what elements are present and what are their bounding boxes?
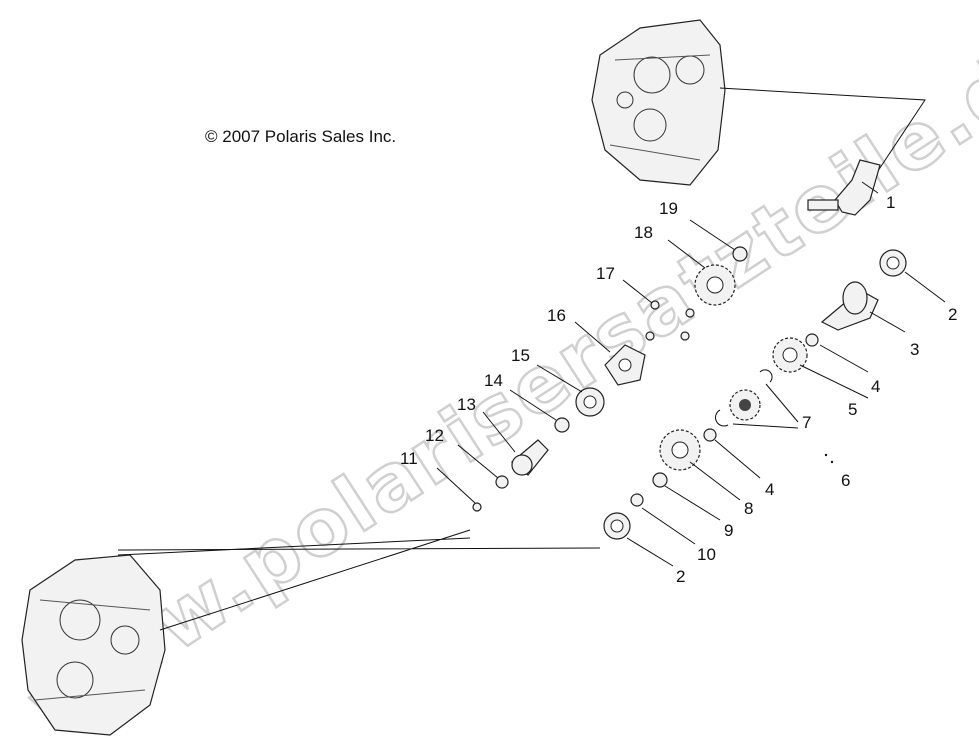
gear-7 <box>729 389 761 421</box>
housing-leader-lower <box>117 529 601 631</box>
callout-11: 11 <box>400 449 418 468</box>
callout-5: 5 <box>848 400 857 419</box>
callout-16: 16 <box>547 306 566 325</box>
callout-4-upper: 4 <box>871 377 880 396</box>
housing-leader-upper <box>719 87 926 196</box>
plate-16 <box>604 344 646 386</box>
callout-18: 18 <box>634 223 653 242</box>
callout-19: 19 <box>659 199 678 218</box>
callout-8: 8 <box>744 499 753 518</box>
callout-6: 6 <box>841 471 850 490</box>
upper-housing <box>591 19 726 186</box>
output-shaft <box>820 281 879 331</box>
callout-4-lower: 4 <box>765 480 774 499</box>
callout-1: 1 <box>886 193 895 212</box>
leader-lines <box>436 181 946 567</box>
callout-13: 13 <box>457 395 476 414</box>
callout-9: 9 <box>724 521 733 540</box>
bearing-15 <box>575 387 605 417</box>
callout-12: 12 <box>425 426 444 445</box>
callout-3: 3 <box>910 340 919 359</box>
plug-11 <box>472 502 482 512</box>
oring-14 <box>554 417 570 433</box>
bolts-17 <box>645 300 695 341</box>
bearing-upper <box>879 249 907 277</box>
copyright-text: © 2007 Polaris Sales Inc. <box>205 127 396 146</box>
spacer-4-lower <box>703 428 717 442</box>
pinion-13 <box>511 439 549 476</box>
bearing-lower <box>603 512 631 540</box>
spacer-4-upper <box>805 333 819 347</box>
gear-8 <box>659 429 701 471</box>
lower-housing <box>21 554 166 736</box>
clip-6 <box>759 369 773 383</box>
shift-fork <box>807 159 881 216</box>
callouts: 1 2 2 3 4 4 5 6 7 8 9 10 11 12 13 14 15 … <box>400 193 957 586</box>
callout-14: 14 <box>484 371 503 390</box>
ring-19 <box>732 246 748 262</box>
callout-17: 17 <box>596 264 615 283</box>
washer-9 <box>652 472 668 488</box>
callout-10: 10 <box>697 545 716 564</box>
gear-5 <box>772 337 808 373</box>
callout-2-upper: 2 <box>948 305 957 324</box>
washer-10 <box>630 493 644 507</box>
clip-7 <box>715 409 729 427</box>
dots-6 <box>824 453 834 464</box>
bushing-12 <box>495 475 509 489</box>
callout-2-lower: 2 <box>676 567 685 586</box>
callout-15: 15 <box>511 346 530 365</box>
callout-7: 7 <box>802 413 811 432</box>
gear-18 <box>694 264 736 306</box>
